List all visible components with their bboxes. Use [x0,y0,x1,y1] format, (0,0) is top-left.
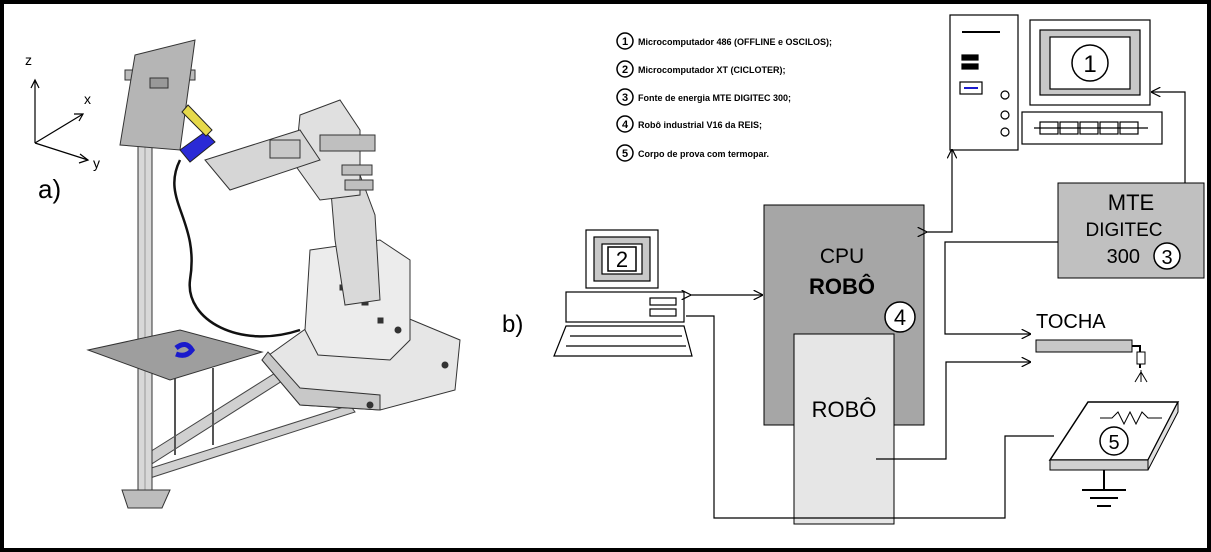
mte-line3: 300 [1107,246,1140,268]
legend-text-2: Microcomputador XT (CICLOTER); [638,65,786,75]
cpu-line1: CPU [820,245,864,268]
cpu-number: 4 [894,305,906,330]
legend-text-4: Robô industrial V16 da REIS; [638,120,762,130]
cpu-line2: ROBÔ [809,274,875,299]
mte-line1: MTE [1108,190,1154,215]
torch-label: TOCHA [1036,311,1106,333]
robot-unit-label: ROBÔ [812,397,877,422]
legend-text-1: Microcomputador 486 (OFFLINE e OSCILOS); [638,37,832,47]
robot-unit: ROBÔ [794,334,894,524]
mte-line2: DIGITEC [1085,220,1162,241]
axis-y-label: y [93,155,100,171]
pc2-number: 2 [616,247,628,272]
legend-num-4: 4 [622,119,629,131]
pc1-tower [950,15,1018,150]
legend-num-5: 5 [622,148,628,160]
axis-x-label: x [84,91,91,107]
pc1-monitor: 1 [1022,20,1162,144]
panel-b-label: b) [502,311,523,338]
legend-num-2: 2 [622,64,628,76]
mte-digitec-power-source: MTE DIGITEC 300 3 [1058,183,1204,278]
specimen-number: 5 [1108,432,1119,454]
plate-clamp [150,78,168,88]
mte-number: 3 [1161,247,1172,269]
legend-text-5: Corpo de prova com termopar. [638,149,769,159]
legend-num-3: 3 [622,92,628,104]
pc1-number: 1 [1083,51,1096,78]
panel-a-label: a) [38,174,61,204]
legend-num-1: 1 [622,36,628,48]
axis-z-label: z [25,52,32,68]
legend-text-3: Fonte de energia MTE DIGITEC 300; [638,93,791,103]
